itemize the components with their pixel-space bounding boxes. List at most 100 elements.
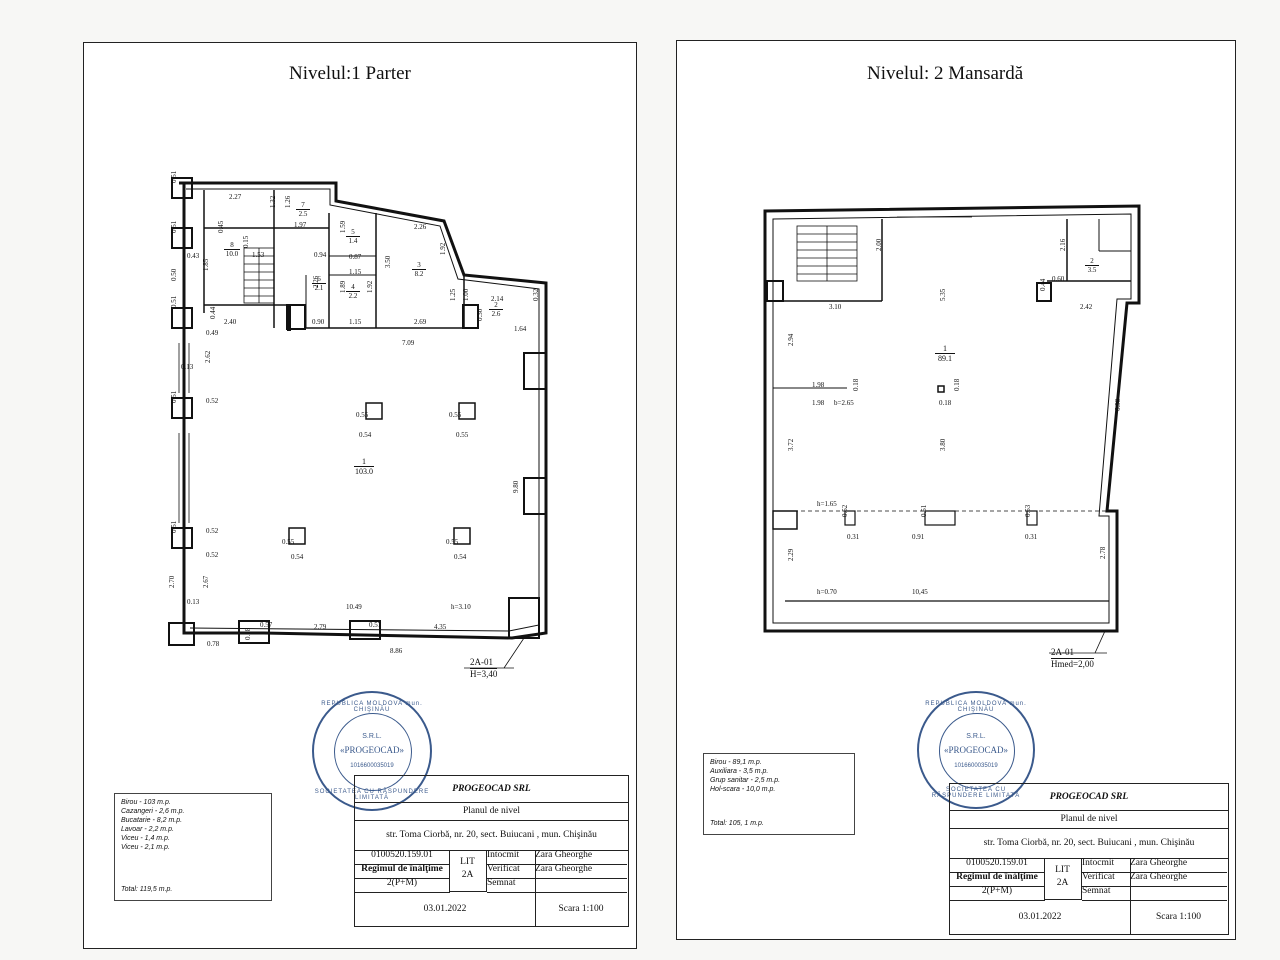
- floor-plan-sheet-attic: Nivelul: 2 Mansardă: [676, 40, 1236, 940]
- dimension-label: 0.90: [312, 318, 325, 326]
- title-block: PROGEOCAD SRL Planul de nivel str. Toma …: [354, 775, 629, 927]
- dimension-label: 0.52: [206, 551, 219, 559]
- dimension-label: 2.70: [168, 575, 176, 588]
- dimension-label: 0.54: [359, 431, 372, 439]
- company-stamp: REPUBLICA MOLDOVA mun. CHIŞINĂU SOCIETAT…: [312, 691, 432, 811]
- dimension-label: 3.72: [787, 438, 795, 451]
- dimension-label: 0.51: [170, 295, 178, 308]
- attic-floor-plan: [763, 204, 1141, 654]
- signed-label: Semnat: [1082, 886, 1131, 901]
- dimension-label: h=0.70: [817, 588, 837, 596]
- sheet-title: Nivelul:1 Parter: [289, 63, 411, 84]
- legend-item: Bucatarie - 8,2 m.p.: [121, 817, 183, 824]
- cadastral-number: 0100520.159.01: [950, 858, 1045, 873]
- level-tag: 2A-01 H=3,40: [470, 657, 498, 679]
- dimension-label: 0.18: [852, 378, 860, 391]
- address: str. Toma Ciorbă, nr. 20, sect. Buiucani…: [950, 828, 1228, 859]
- dimension-label: 0.52: [206, 397, 219, 405]
- dimension-label: 0.45: [217, 220, 225, 233]
- dimension-label: 0.18: [953, 378, 961, 391]
- dimension-label: 0.44: [1039, 278, 1047, 291]
- dimension-label: 2.69: [414, 318, 427, 326]
- verified-by: Zara Gheorghe: [1130, 872, 1227, 887]
- dimension-label: 2.94: [787, 333, 795, 346]
- dimension-label: 0.50: [170, 268, 178, 281]
- level-tag: 2A-01 Hmed=2,00: [1051, 647, 1094, 669]
- dimension-label: 3.80: [939, 438, 947, 451]
- dimension-label: h=3.10: [451, 603, 471, 611]
- dimension-label: 0.51: [170, 390, 178, 403]
- dimension-label: h=1.65: [817, 500, 837, 508]
- dimension-label: 1.26: [284, 195, 292, 208]
- dimension-label: 8.86: [390, 647, 403, 655]
- dimension-label: 1.85: [202, 258, 210, 271]
- dimension-label: 0.32: [532, 288, 540, 301]
- regime-label: Regimul de înălţime: [950, 872, 1045, 887]
- company-stamp: REPUBLICA MOLDOVA mun. CHIŞINĂU SOCIETAT…: [917, 691, 1035, 809]
- dimension-label: 1.53: [252, 251, 265, 259]
- dimension-label: 2.00: [875, 238, 883, 251]
- legend-item: Viceu - 1,4 m.p.: [121, 835, 170, 842]
- dimension-label: 1.15: [349, 268, 362, 276]
- dimension-label: 1.59: [339, 220, 347, 233]
- dimension-label: 0.55: [282, 538, 295, 546]
- dimension-label: 2.40: [224, 318, 237, 326]
- legend-item: Birou - 89,1 m.p.: [710, 759, 762, 766]
- legend-item: Auxiliara - 3,5 m.p.: [710, 768, 769, 775]
- area-legend: Birou - 89,1 m.p. Auxiliara - 3,5 m.p. G…: [703, 753, 855, 835]
- prepared-label: Întocmit: [1082, 858, 1131, 873]
- dimension-label: 0.54: [454, 553, 467, 561]
- dimension-label: 2.67: [202, 575, 210, 588]
- dimension-label: 6.93: [1114, 398, 1122, 411]
- verified-label: Verificat: [1082, 872, 1131, 887]
- dimension-label: 0.87: [349, 253, 362, 261]
- dimension-label: b=2.65: [834, 399, 854, 407]
- dimension-label: 1.15: [349, 318, 362, 326]
- dimension-label: 2.78: [1099, 546, 1107, 559]
- company-name: PROGEOCAD SRL: [950, 784, 1228, 811]
- dimension-label: 1.98: [812, 399, 825, 407]
- dimension-label: 0.51: [170, 220, 178, 233]
- regime-value: 2(P+M): [950, 886, 1045, 901]
- dimension-label: 0.13: [187, 598, 200, 606]
- dimension-label: 1.32: [269, 195, 277, 208]
- dimension-label: 10.49: [346, 603, 362, 611]
- dimension-label: 2.79: [314, 623, 327, 631]
- dimension-label: 0.31: [1025, 533, 1038, 541]
- prepared-by: Zara Gheorghe: [535, 850, 627, 865]
- dimension-label: 0.51: [170, 520, 178, 533]
- area-legend: Birou - 103 m.p. Cazangeri - 2,6 m.p. Bu…: [114, 793, 272, 901]
- dimension-label: 1.92: [439, 242, 447, 255]
- legend-item: Lavoar - 2,2 m.p.: [121, 826, 174, 833]
- prepared-by: Zara Gheorghe: [1130, 858, 1227, 873]
- dimension-label: 0.57: [369, 621, 382, 629]
- dimension-label: 0.15: [242, 235, 250, 248]
- dimension-label: 0.78: [207, 640, 220, 648]
- dimension-label: 10,45: [912, 588, 928, 596]
- dimension-label: 1.89: [339, 280, 347, 293]
- verified-label: Verificat: [487, 864, 536, 879]
- sheet-title: Nivelul: 2 Mansardă: [867, 63, 1024, 84]
- dimension-label: 2.26: [312, 275, 320, 288]
- verified-by: Zara Gheorghe: [535, 864, 627, 879]
- signature: [535, 878, 627, 893]
- dimension-label: 1.64: [514, 325, 527, 333]
- dimension-label: 0.55: [449, 411, 462, 419]
- dimension-label: 0.18: [939, 399, 952, 407]
- dimension-label: 2.27: [229, 193, 242, 201]
- legend-item: Grup sanitar - 2,5 m.p.: [710, 777, 781, 784]
- dimension-label: 0.44: [209, 306, 217, 319]
- dimension-label: 0.49: [206, 329, 219, 337]
- dimension-label: 0.43: [187, 252, 200, 260]
- dimension-label: 1.97: [294, 221, 307, 229]
- dimension-label: 0.91: [912, 533, 925, 541]
- document-name: Planul de nivel: [355, 802, 628, 821]
- dimension-label: 3.10: [829, 303, 842, 311]
- dimension-label: 0.55: [456, 431, 469, 439]
